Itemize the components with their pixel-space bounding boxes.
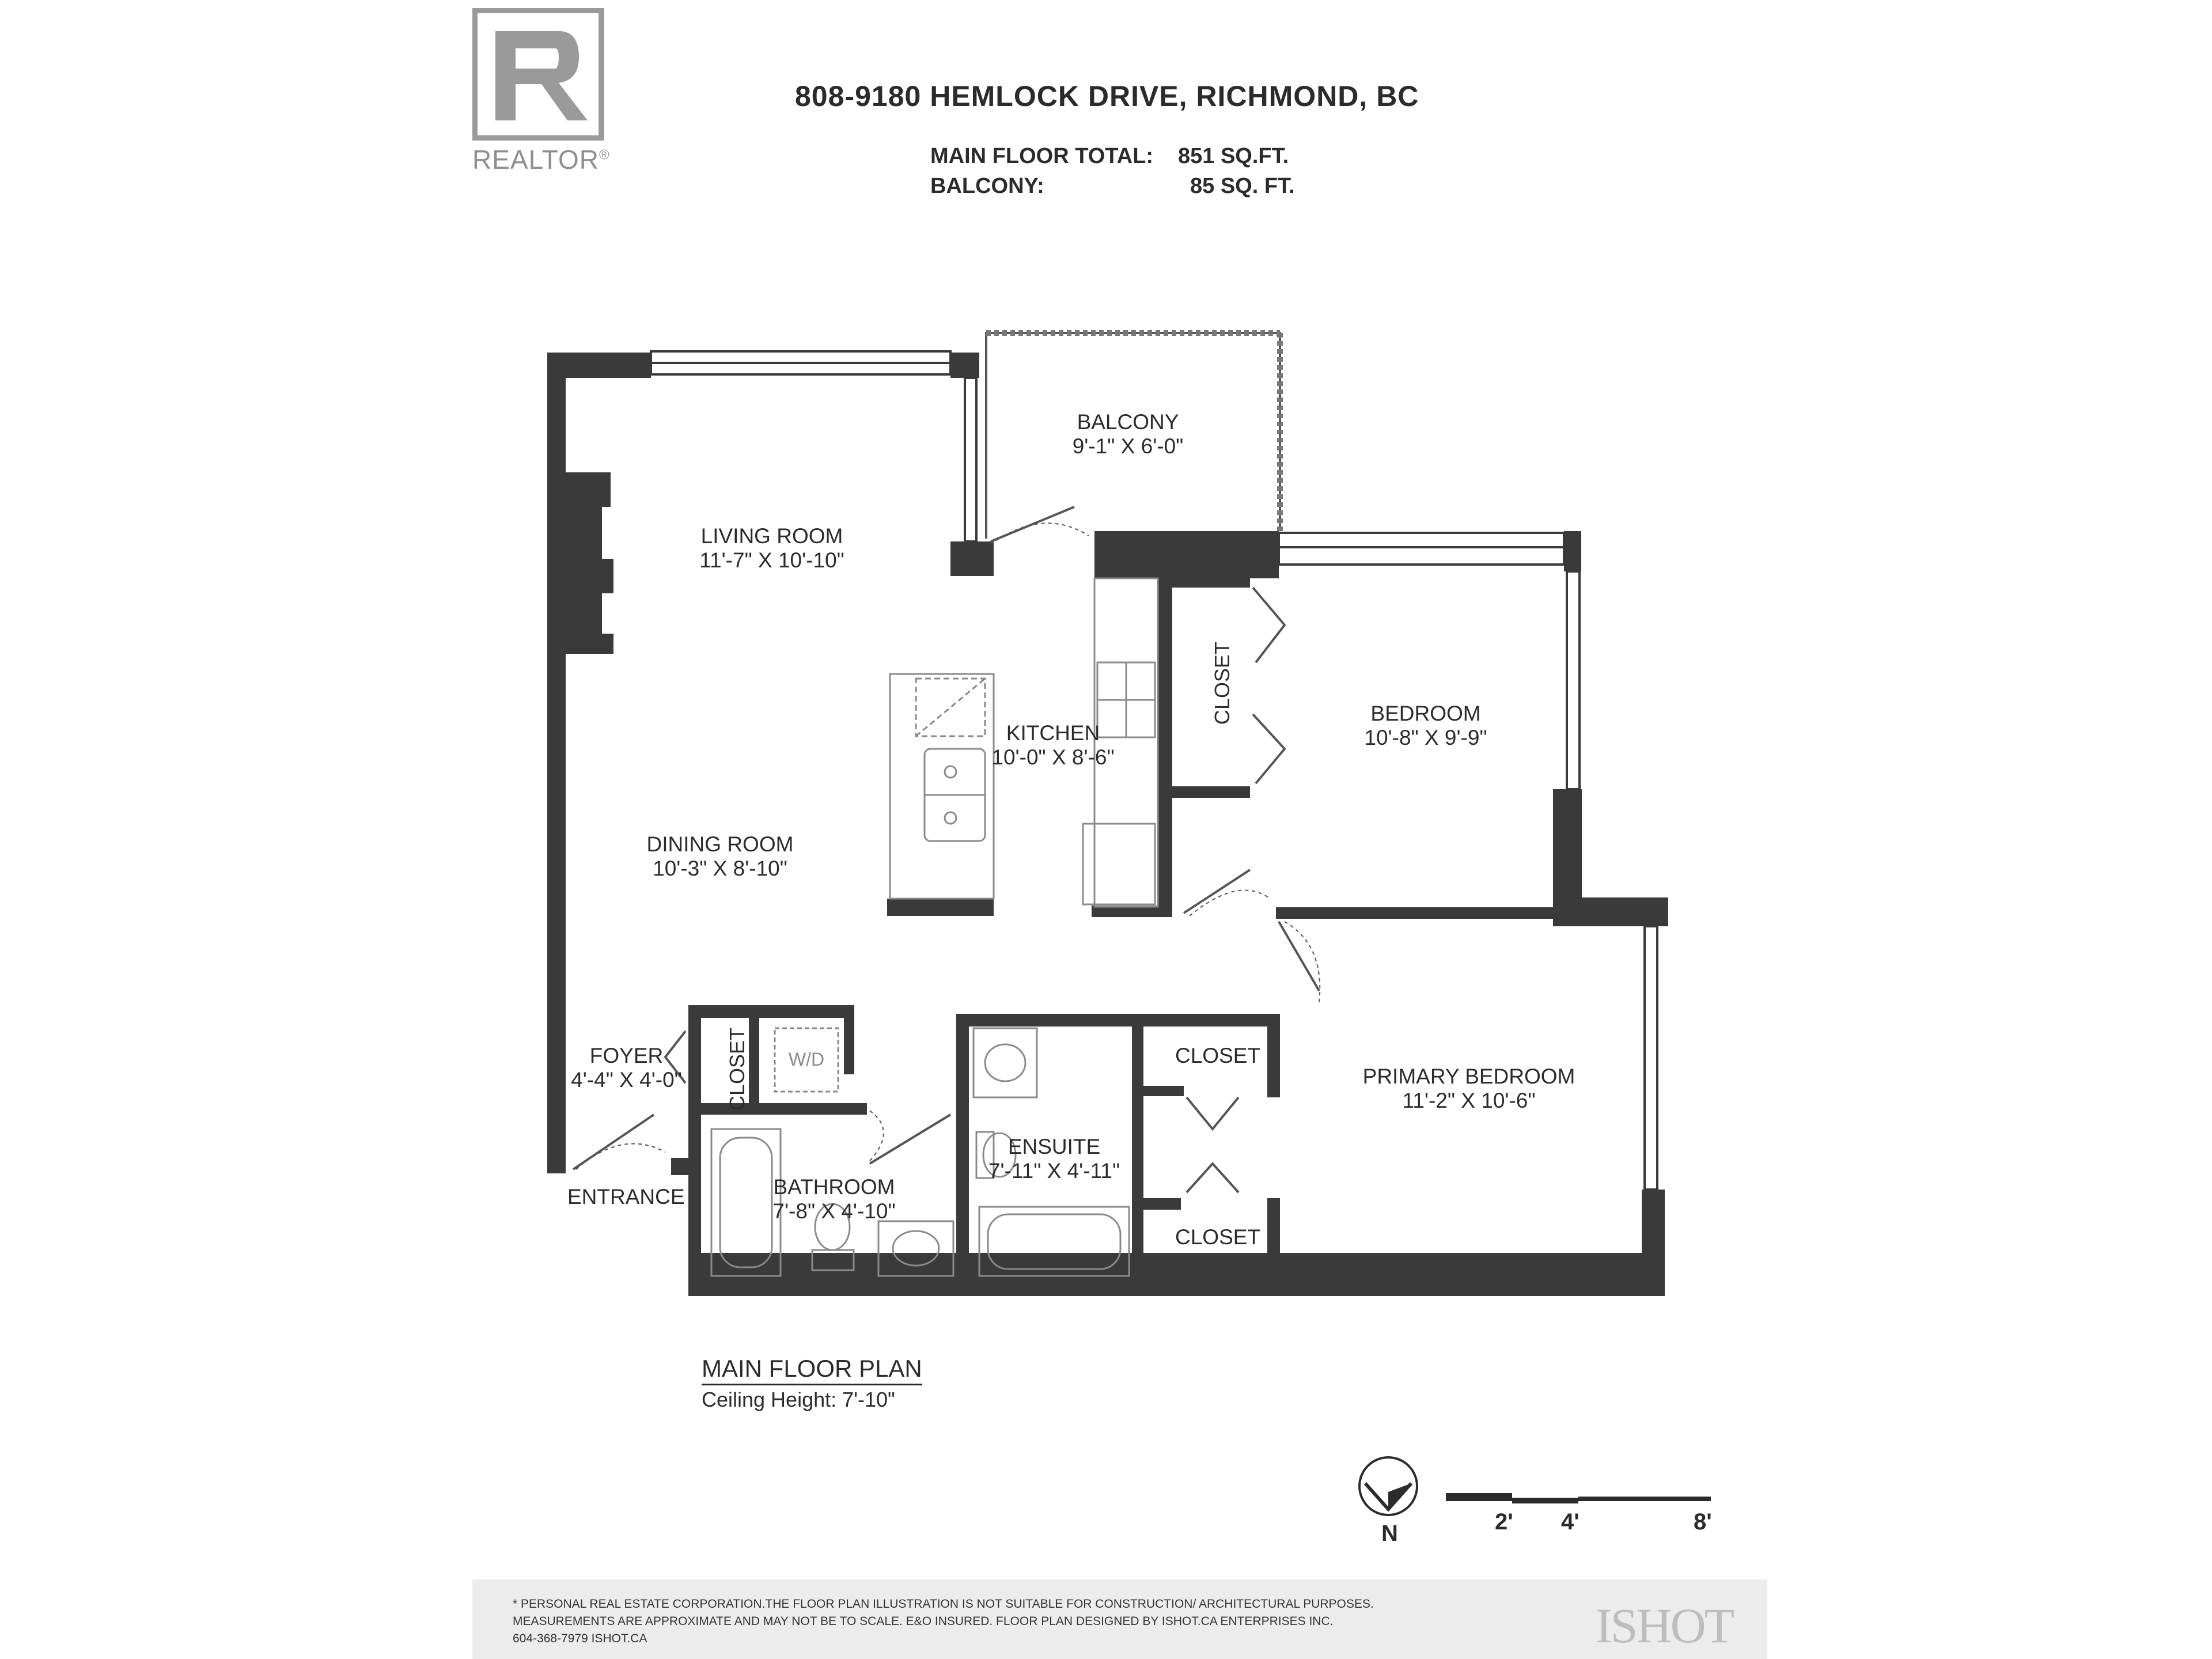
ceiling-height: Ceiling Height: 7'-10" <box>702 1388 895 1411</box>
windows <box>650 350 1658 1191</box>
room-bedroom: BEDROOM 10'-8" X 9'-9" <box>1339 702 1512 750</box>
north-arrow-icon <box>1358 1456 1418 1516</box>
exterior-walls <box>547 353 1668 1296</box>
ishot-logo: ISHOT <box>1596 1598 1734 1653</box>
balcony-outline <box>985 330 1283 539</box>
scale-tick-4: 4' <box>1561 1509 1580 1535</box>
room-name: LIVING ROOM <box>700 524 843 548</box>
registered-mark: ® <box>599 147 610 163</box>
balcony-area-label: BALCONY: <box>930 174 1044 198</box>
room-dimensions: 11'-2" X 10'-6" <box>1402 1089 1536 1112</box>
north-label: N <box>1381 1521 1398 1546</box>
room-name: BEDROOM <box>1370 702 1481 725</box>
footer-disclaimer-bar: * PERSONAL REAL ESTATE CORPORATION.THE F… <box>472 1580 1767 1659</box>
closet-ensuite-top-label: CLOSET <box>1175 1044 1261 1067</box>
room-dimensions: 4'-4" X 4'-0" <box>571 1068 682 1092</box>
closet-bedroom-label: CLOSET <box>1210 641 1234 725</box>
room-name: PRIMARY BEDROOM <box>1362 1065 1575 1088</box>
scale-tick-8: 8' <box>1694 1509 1712 1535</box>
room-name: BALCONY <box>1077 410 1179 434</box>
room-dimensions: 7'-11" X 4'-11" <box>988 1159 1120 1183</box>
entrance-label: ENTRANCE <box>567 1185 685 1209</box>
room-primary-bedroom: PRIMARY BEDROOM 11'-2" X 10'-6" <box>1359 1065 1578 1113</box>
room-name: FOYER <box>589 1044 664 1067</box>
scale-tick-2: 2' <box>1495 1509 1513 1535</box>
room-name: ENSUITE <box>1007 1135 1101 1158</box>
main-floor-total-label: MAIN FLOOR TOTAL: <box>930 144 1153 168</box>
washer-dryer-label: W/D <box>788 1049 825 1070</box>
room-kitchen: KITCHEN 10'-0" X 8'-6" <box>978 721 1128 770</box>
disclaimer-text: * PERSONAL REAL ESTATE CORPORATION.THE F… <box>513 1597 1374 1645</box>
balcony-area-value: 85 SQ. FT. <box>1190 174 1295 198</box>
plan-title: MAIN FLOOR PLAN <box>702 1355 922 1385</box>
room-dimensions: 11'-7" X 10'-10" <box>699 548 844 572</box>
room-dimensions: 10'-0" X 8'-6" <box>991 745 1115 769</box>
scale-bar <box>1446 1493 1711 1503</box>
doors <box>572 506 1321 1194</box>
realtor-logo <box>472 8 604 141</box>
room-dimensions: 9'-1" X 6'-0" <box>1072 434 1184 458</box>
room-balcony: BALCONY 9'-1" X 6'-0" <box>1053 410 1203 459</box>
realtor-wordmark: REALTOR® <box>472 144 610 175</box>
room-living: LIVING ROOM 11'-7" X 10'-10" <box>680 524 864 573</box>
room-dimensions: 10'-3" X 8'-10" <box>653 857 787 880</box>
room-foyer: FOYER 4'-4" X 4'-0" <box>562 1044 691 1092</box>
room-name: KITCHEN <box>1006 721 1100 745</box>
closet-ensuite-bottom-label: CLOSET <box>1175 1225 1261 1249</box>
main-floor-total-value: 851 SQ.FT. <box>1178 144 1289 168</box>
room-dining: DINING ROOM 10'-3" X 8'-10" <box>628 832 812 881</box>
realtor-word: REALTOR <box>472 145 600 175</box>
room-name: DINING ROOM <box>646 832 794 856</box>
room-bathroom: BATHROOM 7'-8" X 4'-10" <box>759 1175 909 1224</box>
room-ensuite: ENSUITE 7'-11" X 4'-11" <box>985 1135 1123 1183</box>
property-address: 808-9180 HEMLOCK DRIVE, RICHMOND, BC <box>795 80 1419 112</box>
plan-caption: MAIN FLOOR PLAN Ceiling Height: 7'-10" <box>702 1355 922 1412</box>
room-dimensions: 7'-8" X 4'-10" <box>772 1199 896 1223</box>
room-dimensions: 10'-8" X 9'-9" <box>1364 726 1487 749</box>
room-name: BATHROOM <box>773 1175 895 1199</box>
fixtures <box>710 577 1159 1277</box>
closet-foyer-label: CLOSET <box>725 1027 749 1111</box>
